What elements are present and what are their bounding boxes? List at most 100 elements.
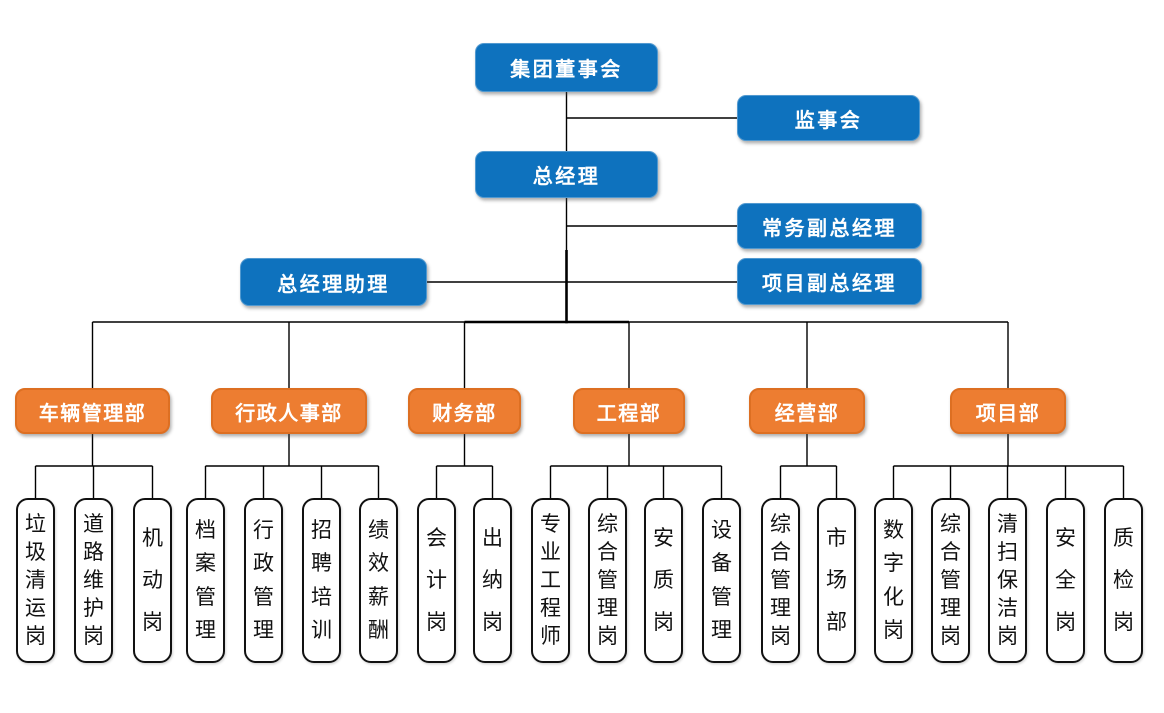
node-label: 车辆管理部 (38, 402, 147, 425)
node-label-char: 设 (711, 518, 732, 542)
node-label-char: 培 (311, 585, 332, 609)
node-label: 行政人事部 (235, 402, 343, 425)
node-position: 绩效薪酬 (359, 498, 398, 663)
node-position: 档案管理 (186, 498, 225, 663)
node-label-char: 岗 (426, 611, 447, 634)
node-dept-vehicle-management: 车辆管理部 (15, 388, 170, 434)
node-label-char: 洁 (997, 597, 1018, 620)
node-label-char: 效 (368, 552, 389, 576)
node-label-char: 运 (25, 597, 46, 620)
node-label-char: 护 (83, 597, 104, 620)
node-position: 综合管理岗 (588, 498, 627, 663)
node-label-char: 综 (770, 513, 791, 536)
node-label-char: 保 (997, 569, 1018, 592)
node-gm-assistant: 总经理助理 (240, 258, 427, 306)
node-label-char: 检 (1113, 569, 1134, 592)
node-label-char: 安 (653, 527, 674, 550)
node-label: 项目部 (975, 402, 1041, 425)
node-label-char: 岗 (25, 625, 46, 648)
node-label-char: 合 (597, 541, 618, 564)
node-label-char: 清 (25, 569, 46, 592)
node-label-char: 部 (826, 611, 847, 634)
node-label-char: 动 (142, 569, 163, 592)
node-label-char: 案 (195, 552, 216, 576)
node-position: 综合管理岗 (761, 498, 800, 663)
node-label-char: 程 (540, 597, 561, 620)
node-position: 垃圾清运岗 (16, 498, 55, 663)
node-label: 常务副总经理 (762, 217, 897, 240)
node-dept-operations: 经营部 (749, 388, 865, 434)
node-label-char: 出 (482, 527, 503, 550)
node-label-char: 岗 (883, 619, 904, 643)
node-label: 经营部 (774, 402, 840, 425)
node-position: 市场部 (817, 498, 856, 663)
node-label-char: 管 (597, 569, 618, 592)
node-label-char: 备 (711, 552, 732, 576)
node-label-char: 理 (940, 597, 961, 620)
node-dept-project: 项目部 (950, 388, 1066, 434)
node-label-char: 圾 (25, 541, 46, 564)
node-label-char: 绩 (368, 518, 389, 542)
node-label-char: 市 (826, 527, 847, 550)
node-position: 专业工程师 (531, 498, 570, 663)
node-label: 工程部 (596, 402, 662, 425)
node-position: 招聘培训 (302, 498, 341, 663)
node-board: 集团董事会 (475, 43, 658, 92)
node-label-char: 工 (540, 569, 561, 592)
node-label-char: 岗 (83, 625, 104, 648)
node-position: 会计岗 (417, 498, 456, 663)
node-position: 安质岗 (644, 498, 683, 663)
node-label-char: 政 (253, 552, 274, 576)
node-label-char: 字 (883, 552, 904, 576)
node-label-char: 合 (940, 541, 961, 564)
node-label-char: 理 (253, 619, 274, 643)
node-label: 项目副总经理 (762, 273, 897, 295)
node-label-char: 行 (253, 518, 274, 542)
node-position: 设备管理 (702, 498, 741, 663)
node-position: 行政管理 (244, 498, 283, 663)
node-label-char: 师 (540, 625, 561, 648)
node-label-char: 安 (1055, 527, 1076, 550)
node-label-char: 会 (426, 527, 447, 550)
node-label-char: 理 (195, 619, 216, 643)
node-label-char: 纳 (482, 569, 503, 592)
node-label-char: 路 (83, 541, 104, 564)
node-position: 出纳岗 (473, 498, 512, 663)
node-label-char: 机 (142, 527, 163, 550)
node-label-char: 岗 (1055, 611, 1076, 634)
node-label-char: 档 (195, 518, 216, 542)
node-label-char: 管 (711, 585, 732, 609)
node-label-char: 业 (540, 541, 561, 564)
node-supervisory-board: 监事会 (737, 95, 920, 141)
node-label-char: 岗 (1113, 611, 1134, 634)
node-label-char: 管 (940, 569, 961, 592)
node-label-char: 管 (253, 585, 274, 609)
node-label-char: 质 (1113, 527, 1134, 550)
node-position: 清扫保洁岗 (988, 498, 1027, 663)
node-label-char: 数 (883, 518, 904, 542)
node-label-char: 岗 (597, 625, 618, 648)
node-label-char: 维 (83, 569, 104, 592)
node-label-char: 综 (597, 513, 618, 536)
node-position: 机动岗 (133, 498, 172, 663)
node-label: 总经理助理 (277, 273, 390, 296)
node-label-char: 场 (826, 569, 847, 592)
node-label-char: 训 (311, 619, 332, 643)
node-position: 安全岗 (1046, 498, 1085, 663)
node-executive-deputy-gm: 常务副总经理 (737, 203, 922, 249)
node-label-char: 薪 (368, 585, 389, 609)
node-label-char: 岗 (653, 611, 674, 634)
node-label-char: 清 (997, 513, 1018, 536)
node-label-char: 计 (426, 569, 447, 592)
node-label-char: 管 (195, 585, 216, 609)
node-label-char: 聘 (311, 552, 332, 576)
node-label-char: 理 (597, 597, 618, 620)
node-label-char: 化 (883, 585, 904, 609)
node-position: 综合管理岗 (931, 498, 970, 663)
node-position: 质检岗 (1104, 498, 1143, 663)
node-label-char: 酬 (368, 619, 389, 643)
node-project-deputy-gm: 项目副总经理 (737, 258, 922, 305)
node-label: 财务部 (432, 402, 497, 425)
node-label-char: 招 (311, 518, 332, 542)
